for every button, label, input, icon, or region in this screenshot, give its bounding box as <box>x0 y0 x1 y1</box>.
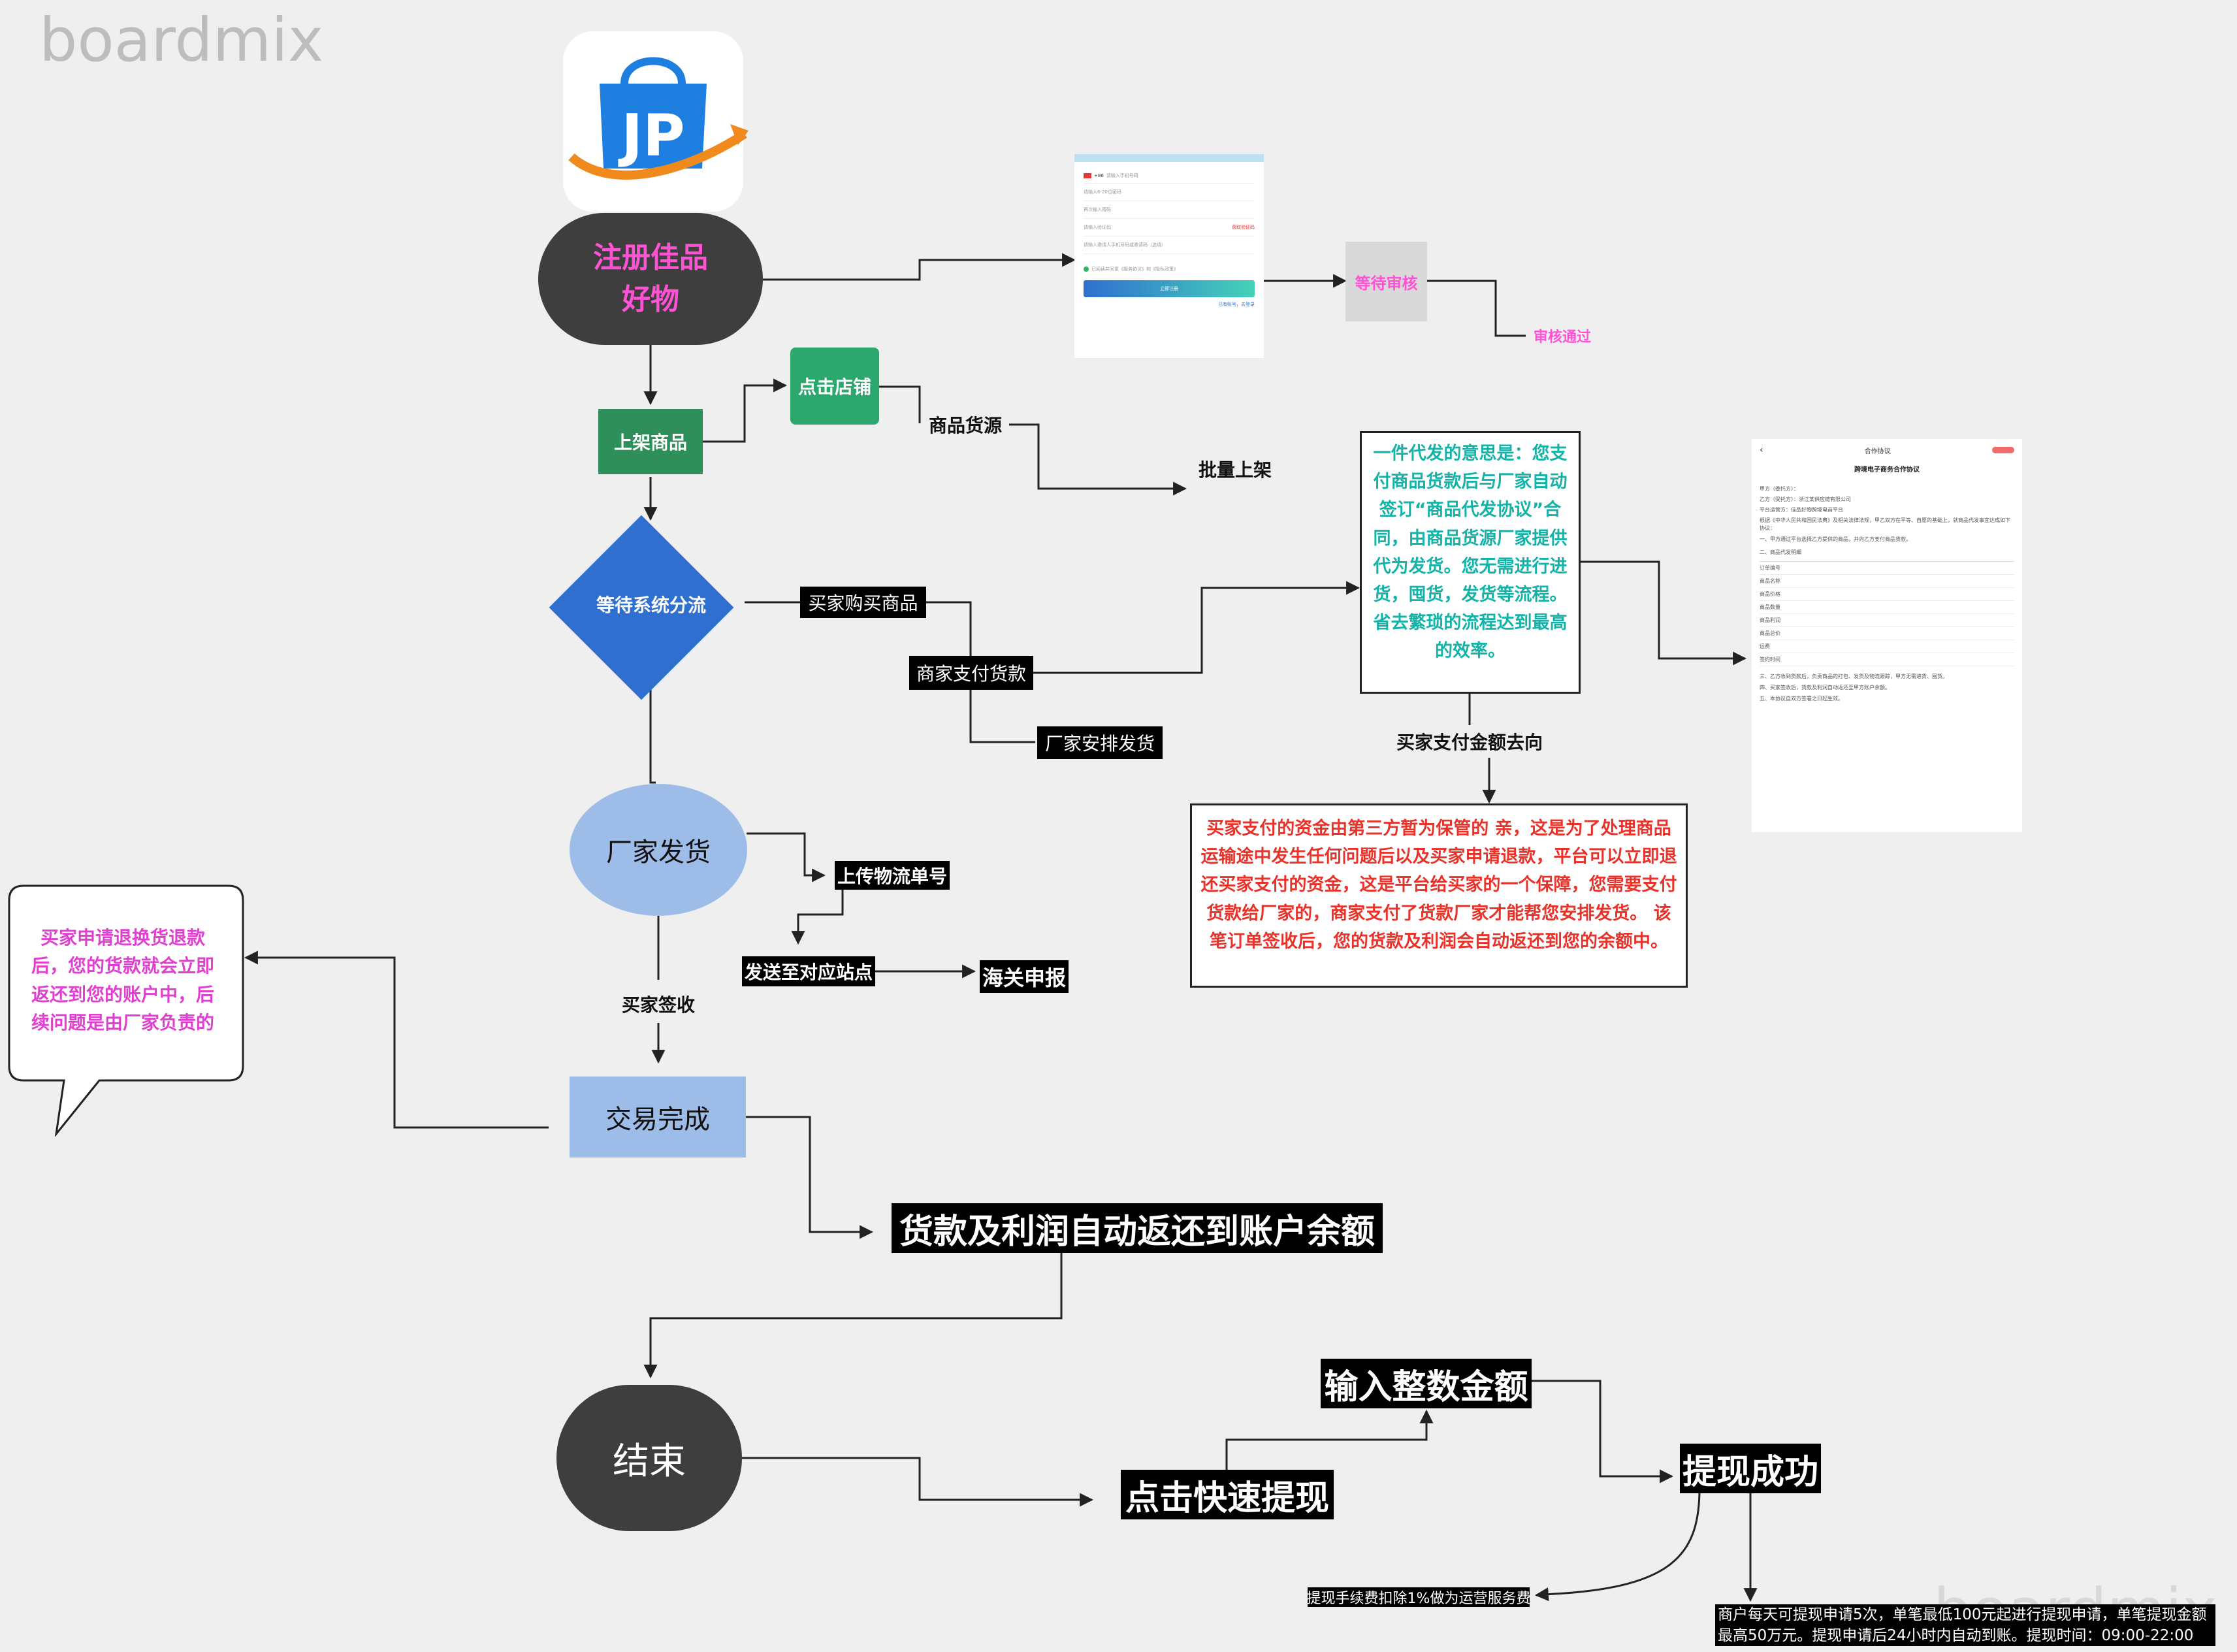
get-code-button[interactable]: 获取验证码 <box>1232 225 1255 230</box>
register-form-preview: +86 请输入手机号码 请输入6-20位密码 再次输入密码 请输入验证码 获取验… <box>1074 154 1264 358</box>
buyer-sign-label: 买家签收 <box>621 994 695 1016</box>
check-icon[interactable] <box>1084 267 1089 272</box>
agreement-nav-title: 合作协议 <box>1864 447 1891 455</box>
agreement-line: 二、商品代发明细 <box>1760 549 1801 555</box>
trade-done-label: 交易完成 <box>605 1105 710 1135</box>
agreement-row: 订单编号 <box>1760 562 2014 575</box>
connector-input-success <box>1532 1380 1674 1483</box>
click-store-label: 点击店铺 <box>797 376 871 398</box>
agreement-line: 三、乙方收到货款后，负责商品的打包、发货及物流跟踪，甲方无需进货、囤货。 <box>1760 673 1948 679</box>
register-node-label: 注册佳品好物 <box>593 241 708 316</box>
refund-bubble <box>8 884 244 1137</box>
connector-return-end <box>643 1248 1063 1379</box>
agreement-line: 乙方（受托方）：浙江某供应链有限公司 <box>1760 496 1851 502</box>
withdraw-fee-note: 提现手续费扣除1%做为运营服务费 <box>1307 1587 1530 1607</box>
connector-withdraw-input <box>1225 1409 1434 1474</box>
agreement-doc-preview: ‹ 合作协议 跨境电子商务合作协议 甲方（委托方）： 乙方（受托方）：浙江某供应… <box>1752 439 2022 832</box>
password-input[interactable]: 请输入6-20位密码 <box>1084 184 1255 201</box>
country-code: +86 <box>1094 173 1104 178</box>
review-passed-label: 审核通过 <box>1533 329 1591 346</box>
connector-upload-send <box>791 890 844 945</box>
agreement-line: 根据《中华人民共和国民法典》及相关法律法规，甲乙双方在平等、自愿的基础上，就商品… <box>1760 517 2010 531</box>
shopping-bag-airplane-logo-icon: JP <box>563 31 748 212</box>
connector-register-form <box>763 253 1076 281</box>
connector-done-refund <box>244 950 549 1129</box>
agreement-line: 四、买家签收后，货款及利润自动返还至甲方账户余额。 <box>1760 685 1890 690</box>
connector-success-fee <box>1534 1492 1701 1602</box>
factory-ship-node: 厂家发货 <box>570 784 747 916</box>
confirm-password-input[interactable]: 再次输入密码 <box>1084 201 1255 219</box>
svg-text:JP: JP <box>618 102 684 169</box>
factory-arrange-label: 厂家安排发货 <box>1037 726 1163 759</box>
watermark-top-left: boardmix <box>39 5 324 75</box>
phone-input[interactable]: 请输入手机号码 <box>1106 173 1138 178</box>
connector-end-withdraw <box>742 1457 1094 1507</box>
buyer-payment-flow-label: 买家支付金额去向 <box>1396 732 1543 753</box>
batch-list-label[interactable]: 批量上架 <box>1198 459 1272 481</box>
escrow-note: 买家支付的资金由第三方暂为保管的 亲，这是为了处理商品运输途中发生任何问题后以及… <box>1190 803 1688 988</box>
quick-withdraw-button[interactable]: 点击快速提现 <box>1121 1470 1334 1519</box>
auto-return-label: 货款及利润自动返还到账户余额 <box>892 1203 1383 1253</box>
agreement-line: 甲方（委托方）： <box>1760 486 1799 492</box>
connector-store-source <box>879 385 921 423</box>
withdraw-success-label: 提现成功 <box>1680 1444 1821 1493</box>
login-link[interactable]: 已有账号，去登录 <box>1218 302 1255 307</box>
click-store-node[interactable]: 点击店铺 <box>790 348 879 425</box>
dropship-note: 一件代发的意思是：您支付商品货款后与厂家自动签订“商品代发协议”合同，由商品货源… <box>1360 431 1581 694</box>
invite-input[interactable]: 请输入邀请人手机号码或邀请码（选填） <box>1084 236 1255 254</box>
register-submit-button[interactable]: 立即注册 <box>1084 280 1255 297</box>
upload-tracking-label[interactable]: 上传物流单号 <box>835 861 950 890</box>
agreement-doc-title: 跨境电子商务合作协议 <box>1854 466 1920 474</box>
end-node: 结束 <box>556 1385 742 1531</box>
agreement-row: 商品利润 <box>1760 614 2014 627</box>
connector-ship-upload <box>747 832 826 883</box>
agree-text: 已阅读并同意《服务协议》和《隐私政策》 <box>1091 267 1178 272</box>
goods-source-label: 商品货源 <box>928 415 1002 436</box>
connector-wait-ship <box>649 681 656 784</box>
connector-list-store <box>703 378 788 443</box>
send-station-label: 发送至对应站点 <box>742 956 875 986</box>
agreement-table: 订单编号 商品名称 商品价格 商品数量 商品利润 商品总价 运费 签约时间 <box>1760 561 2014 666</box>
connector-source-batch <box>1009 423 1187 496</box>
agreement-line: 平台运营方：佳品好物跨境电商平台 <box>1760 507 1843 513</box>
agreement-row: 商品总价 <box>1760 627 2014 640</box>
connector-note-agreement <box>1581 560 1747 666</box>
agreement-row: 商品数量 <box>1760 601 2014 614</box>
connector-review-passed <box>1427 280 1526 337</box>
connector-buyer-merchant <box>926 601 972 656</box>
escrow-note-text: 买家支付的资金由第三方暂为保管的 亲，这是为了处理商品运输途中发生任何问题后以及… <box>1200 818 1677 952</box>
list-goods-label: 上架商品 <box>613 432 687 453</box>
agreement-row: 签约时间 <box>1760 653 2014 666</box>
refund-note: 买家申请退换货退款后，您的货款就会立即返还到您的账户中，后续问题是由厂家负责的 <box>31 927 214 1034</box>
trade-done-node: 交易完成 <box>570 1077 746 1158</box>
dropship-note-text: 一件代发的意思是：您支付商品货款后与厂家自动签订“商品代发协议”合同，由商品货源… <box>1373 444 1568 662</box>
wait-review-node: 等待审核 <box>1345 242 1427 321</box>
agreement-row: 商品名称 <box>1760 575 2014 588</box>
list-goods-node[interactable]: 上架商品 <box>598 409 703 474</box>
wait-dispatch-label: 等待系统分流 <box>596 594 706 616</box>
connector-merchant-note <box>1032 581 1360 674</box>
agreement-line: 一、甲方通过平台选择乙方提供的商品，并向乙方支付商品货款。 <box>1760 536 1911 542</box>
end-label: 结束 <box>613 1440 686 1483</box>
merchant-pay-label[interactable]: 商家支付货款 <box>909 656 1033 690</box>
back-icon[interactable]: ‹ <box>1760 445 1763 455</box>
connector-done-return <box>746 1116 874 1239</box>
wait-review-label: 等待审核 <box>1355 274 1418 293</box>
customs-label: 海关申报 <box>980 960 1069 993</box>
factory-ship-label: 厂家发货 <box>606 837 711 867</box>
agreement-line: 五、本协议自双方签署之日起生效。 <box>1760 696 1843 702</box>
agreement-menu-icon[interactable] <box>1991 447 2014 453</box>
input-amount-field[interactable]: 输入整数金额 <box>1321 1359 1532 1408</box>
connector-merchant-factory <box>969 690 1035 743</box>
agreement-row: 商品价格 <box>1760 588 2014 601</box>
register-node[interactable]: 注册佳品好物 <box>538 213 763 345</box>
flag-icon <box>1084 173 1091 178</box>
withdraw-rules-note: 商户每天可提现申请5次，单笔最低100元起进行提现申请，单笔提现金额最高50万元… <box>1715 1604 2215 1646</box>
agreement-row: 运费 <box>1760 640 2014 653</box>
code-input[interactable]: 请输入验证码 <box>1084 225 1111 230</box>
buyer-purchase-label: 买家购买商品 <box>800 587 926 618</box>
